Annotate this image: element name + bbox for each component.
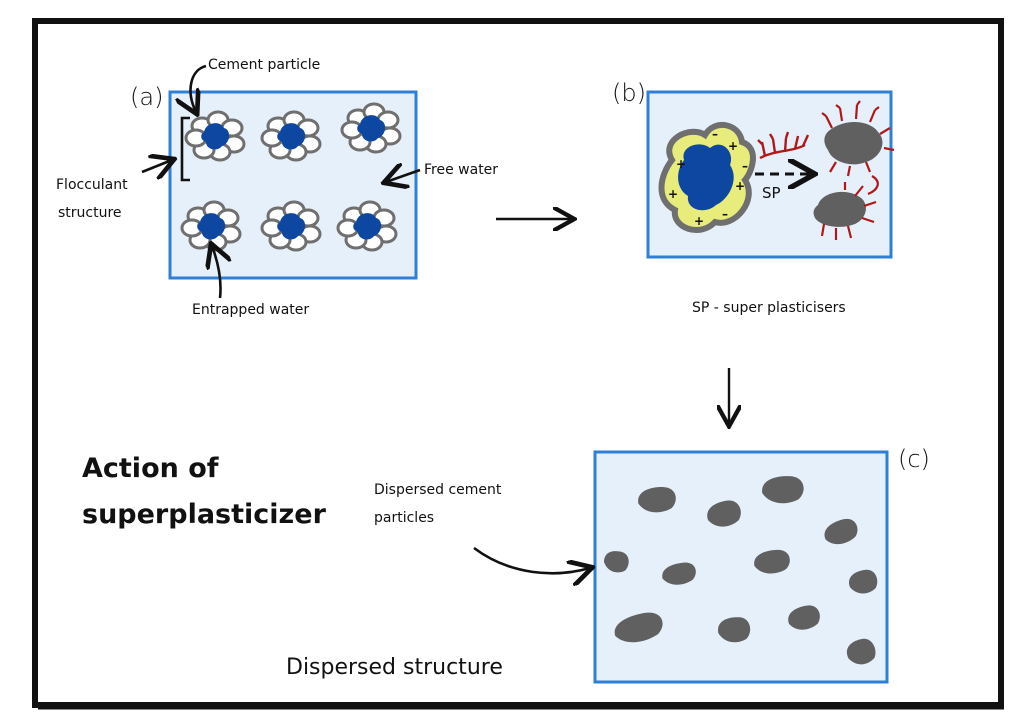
- dispersed-particle: [707, 500, 741, 527]
- cement-core: [357, 115, 386, 142]
- dispersed-particle: [762, 476, 804, 504]
- svg-text:–: –: [742, 159, 748, 173]
- floc-particle: [184, 110, 246, 162]
- flocculant-label-line1: Flocculant: [56, 177, 128, 193]
- floc-particle: [180, 200, 242, 252]
- panel-b-tag: (b): [612, 79, 646, 107]
- dispersed-particles-label-line2: particles: [374, 510, 435, 526]
- panel-b: +++ ++– ––: [646, 90, 895, 259]
- entrapped-water-pointer: [212, 246, 221, 299]
- dispersed-particle: [662, 562, 696, 585]
- dispersed-particle: [846, 638, 876, 665]
- flocculant-bracket: [180, 116, 190, 182]
- panel-c-box: [593, 450, 889, 684]
- sp-legend: SP - super plasticisers: [692, 300, 846, 316]
- svg-text:+: +: [735, 179, 745, 193]
- dispersed-particle: [718, 617, 751, 643]
- panel-c-tag: (c): [898, 445, 930, 473]
- dispersed-particles-label-line1: Dispersed cement: [374, 482, 502, 498]
- dispersed-particle: [788, 605, 820, 630]
- svg-text:+: +: [728, 139, 738, 153]
- floc-particle: [336, 200, 398, 252]
- floc-particle: [340, 102, 402, 154]
- diagram-title-line1: Action of: [82, 453, 219, 484]
- svg-text:–: –: [722, 207, 728, 221]
- coated-particle-top: [821, 100, 895, 177]
- flocculated-particles: [180, 102, 402, 252]
- dispersed-particle: [754, 549, 790, 574]
- dispersed-particle: [614, 612, 663, 643]
- charged-floc: +++ ++– ––: [658, 122, 756, 233]
- svg-text:+: +: [676, 157, 686, 171]
- panel-a-tag: (a): [130, 83, 164, 111]
- dispersed-particle: [604, 551, 629, 573]
- dispersed-particle: [849, 569, 878, 594]
- cement-particle-label: Cement particle: [208, 57, 321, 73]
- free-water-pointer: [386, 170, 421, 182]
- interaction-arrow: [867, 175, 879, 196]
- svg-text:+: +: [668, 187, 678, 201]
- floc-particle: [260, 200, 322, 252]
- cement-core: [197, 213, 226, 240]
- dispersed-particle: [824, 518, 858, 545]
- diagram-title-line2: superplasticizer: [82, 499, 326, 530]
- sp-mark: SP: [762, 184, 781, 202]
- coated-particle-bottom: [813, 182, 877, 240]
- cement-core: [201, 123, 230, 150]
- cement-core: [277, 123, 306, 150]
- svg-text:+: +: [694, 214, 704, 228]
- entrapped-water-label: Entrapped water: [192, 302, 310, 318]
- dispersed-particles: [604, 476, 878, 665]
- flocculant-label-line2: structure: [58, 205, 122, 221]
- cement-core: [353, 213, 382, 240]
- floc-particle: [260, 110, 322, 162]
- panel-a: [168, 90, 418, 280]
- dispersed-particle: [638, 487, 676, 513]
- cement-core: [277, 213, 306, 240]
- cement-particle-pointer: [191, 64, 207, 112]
- panel-c: [593, 450, 889, 684]
- free-water-label: Free water: [424, 162, 499, 178]
- dispersed-particles-pointer: [473, 546, 590, 573]
- dispersed-structure-caption: Dispersed structure: [286, 655, 503, 680]
- svg-text:–: –: [712, 127, 718, 141]
- superplasticizer-molecule: [757, 131, 810, 160]
- flocculant-pointer: [141, 160, 172, 172]
